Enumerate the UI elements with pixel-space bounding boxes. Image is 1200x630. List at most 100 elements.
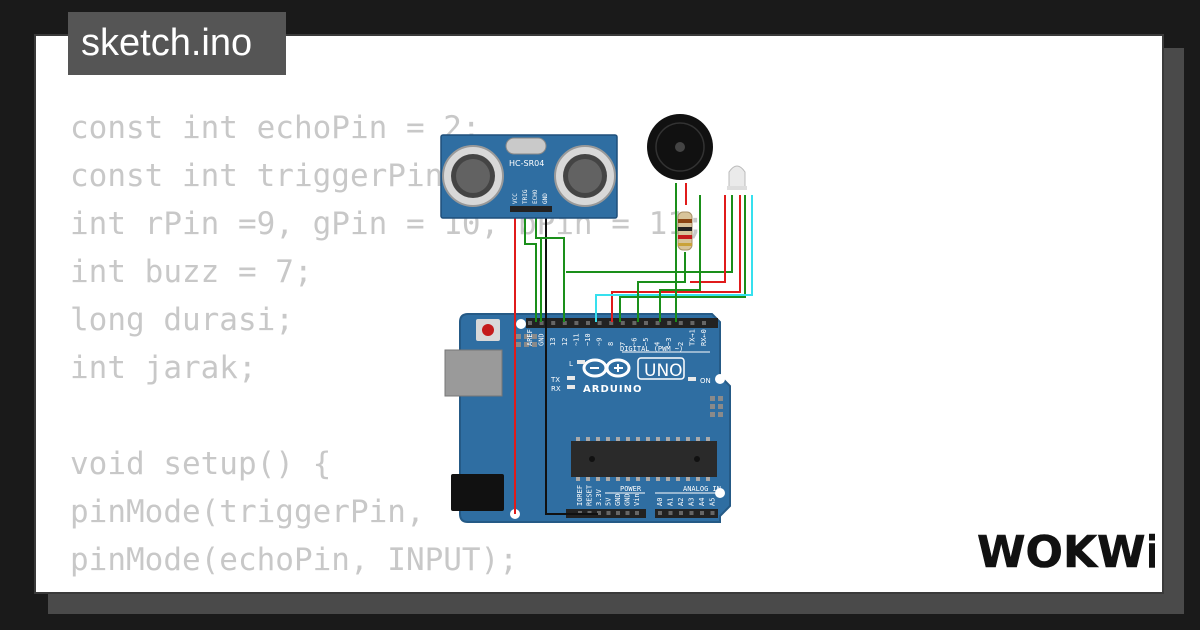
- led-label-l: L: [569, 360, 573, 368]
- digital-pin: [551, 321, 556, 325]
- analog-pin-label: A2: [677, 498, 685, 506]
- usb-port: [444, 349, 503, 397]
- power-pin-label: GND: [614, 493, 622, 506]
- digital-label: DIGITAL (PWM ~): [620, 345, 683, 353]
- digital-pin: [690, 321, 695, 325]
- arduino-brand: ARDUINO: [583, 384, 642, 395]
- digital-pin: [528, 321, 532, 325]
- analog-label: ANALOG IN: [683, 485, 721, 493]
- digital-pin: [632, 321, 637, 325]
- digital-pin-label: ~11: [572, 333, 580, 346]
- digital-pin: [620, 321, 625, 325]
- analog-pin: [700, 511, 704, 515]
- analog-pin-label: A3: [688, 498, 696, 506]
- digital-pin-label: 13: [549, 338, 557, 346]
- analog-pin-label: A5: [709, 498, 717, 506]
- led-label-tx: TX: [550, 376, 560, 384]
- digital-pin-label: RX←0: [700, 329, 708, 346]
- analog-pin: [658, 511, 662, 515]
- power-header: [566, 509, 646, 518]
- digital-pin-label: ~5: [642, 338, 650, 346]
- digital-pin-label: 4: [654, 342, 662, 346]
- sensor-model: HC-SR04: [509, 159, 544, 168]
- digital-pin: [586, 321, 590, 325]
- analog-pin: [668, 511, 673, 515]
- analog-pin: [689, 511, 694, 515]
- digital-pin: [667, 321, 672, 325]
- digital-pin-label: 12: [561, 338, 569, 346]
- wokwi-logo-text: WOKWi: [977, 527, 1155, 578]
- digital-pin: [597, 321, 602, 325]
- wire-led-b: [595, 195, 753, 322]
- code-line: pinMode(triggerPin,: [70, 494, 425, 530]
- digital-pin: [655, 321, 660, 325]
- digital-pin-label: 8: [607, 342, 615, 346]
- code-line: const int triggerPin: [70, 158, 444, 194]
- power-pin-label: IOREF: [576, 485, 584, 506]
- digital-pin: [539, 321, 544, 325]
- wire-trig-green: [524, 210, 537, 322]
- sensor-pin-label: GND: [542, 193, 549, 204]
- wire-led-g: [619, 195, 746, 322]
- power-pin-label: GND: [624, 493, 632, 506]
- digital-pin-label: 2: [677, 342, 685, 346]
- power-pin: [625, 511, 630, 515]
- code-preview: const int echoPin = 2; const int triggerP…: [70, 104, 705, 592]
- code-line: pinMode(rPin, OUTPUT);: [70, 584, 705, 592]
- digital-pin-label: 7: [619, 342, 627, 346]
- analog-pin-label: A4: [698, 498, 706, 506]
- analog-pin: [710, 511, 715, 515]
- power-pin: [606, 511, 611, 515]
- digital-pin-label: ~6: [630, 338, 638, 346]
- wires: [514, 183, 753, 515]
- analog-header: [655, 509, 718, 518]
- rgb-led: [727, 165, 747, 190]
- digital-pin-label: TX→1: [688, 329, 696, 346]
- code-line: int jarak;: [70, 350, 257, 386]
- on-label: ON: [700, 377, 711, 385]
- power-pin-label: 3.3V: [595, 488, 603, 506]
- digital-pin-label: ~3: [665, 338, 673, 346]
- analog-pin-label: A0: [656, 498, 664, 506]
- digital-pin-label: GND: [538, 333, 546, 346]
- power-jack: [451, 474, 504, 511]
- digital-pin: [574, 321, 579, 325]
- digital-pin: [644, 321, 648, 325]
- file-title-tab: sketch.ino: [68, 12, 286, 75]
- power-pin: [635, 511, 639, 515]
- resistor: [677, 211, 693, 251]
- arduino-logo: [582, 358, 631, 378]
- arduino-model: UNO: [644, 361, 683, 381]
- sensor-pin-label: ECHO: [532, 189, 539, 204]
- microcontroller-chip: [571, 441, 717, 477]
- power-label: POWER: [620, 485, 642, 493]
- sensor-pin-label: TRIG: [522, 189, 529, 204]
- digital-pin: [678, 321, 683, 325]
- analog-pin-label: A1: [667, 498, 675, 506]
- digital-pin: [702, 321, 706, 325]
- led-label-rx: RX: [551, 385, 561, 393]
- power-pin-label: Vin: [633, 493, 641, 506]
- wokwi-logo: WOKWi: [977, 527, 1155, 579]
- digital-pin: [609, 321, 614, 325]
- power-pin-label: RESET: [586, 484, 594, 506]
- wire-echo-green: [535, 210, 565, 322]
- digital-pin: [562, 321, 567, 325]
- wire-gnd-black: [545, 210, 598, 515]
- analog-pin: [679, 511, 683, 515]
- buzzer: [647, 114, 713, 180]
- power-pin: [616, 511, 620, 515]
- power-pin: [597, 511, 601, 515]
- code-line: int buzz = 7;: [70, 254, 313, 290]
- code-line: pinMode(echoPin, INPUT);: [70, 542, 518, 578]
- digital-pin-label: ~10: [584, 333, 592, 346]
- code-line: long durasi;: [70, 302, 294, 338]
- code-line: const int echoPin = 2;: [70, 110, 481, 146]
- code-line: void setup() {: [70, 446, 332, 482]
- power-pin-label: 5V: [605, 497, 613, 506]
- digital-pin-label: AREF: [526, 329, 534, 346]
- sensor-pin-label: VCC: [512, 193, 519, 204]
